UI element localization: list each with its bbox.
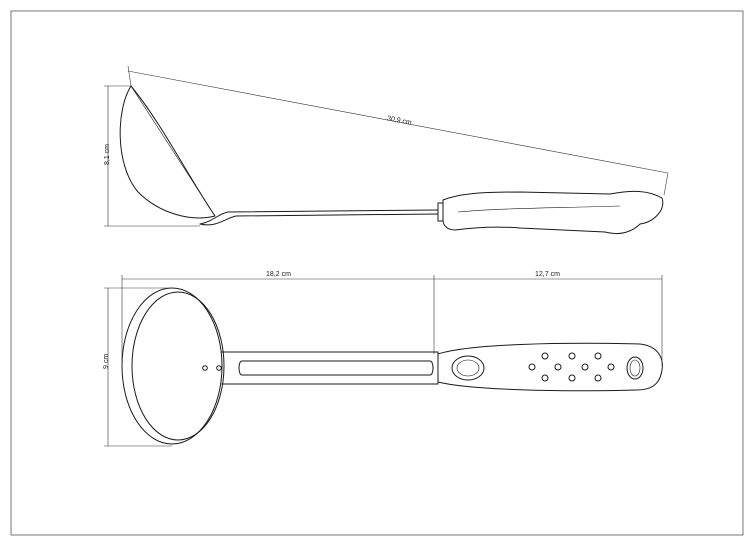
- side-length-label: 30,9 cm: [386, 115, 412, 127]
- side-view-neck-lower: [199, 213, 439, 226]
- handle-hanging-hole-inner: [629, 359, 641, 377]
- grip-dot: [541, 374, 549, 382]
- side-view-neck: [199, 209, 439, 225]
- grip-dot: [528, 363, 536, 371]
- top-view-bowl-back: [121, 287, 223, 445]
- rivet-2: [216, 365, 222, 371]
- top-view: 18,2 cm 12,7 cm 9 cm: [103, 271, 663, 447]
- top-width-label: 9 cm: [103, 354, 110, 369]
- side-view-ferrule: [437, 202, 444, 222]
- length-extension-right: [663, 172, 669, 196]
- side-view-handle: [442, 190, 664, 235]
- top-view-shank: [221, 351, 439, 385]
- side-view: 30,9 cm 8,1 cm: [104, 65, 669, 235]
- grip-dot: [541, 352, 549, 360]
- top-view-bowl: [131, 291, 225, 441]
- top-view-handle: [437, 342, 663, 392]
- top-bowl-length-label: 18,2 cm: [266, 271, 291, 278]
- grip-dot: [568, 374, 576, 382]
- grip-dot: [554, 363, 562, 371]
- length-dimension-line: [127, 70, 669, 174]
- side-height-label: 8,1 cm: [104, 144, 111, 165]
- grip-dot: [568, 352, 576, 360]
- side-view-handle-ridge: [457, 205, 621, 213]
- handle-hanging-hole: [626, 356, 644, 380]
- handle-grip-left-inner: [456, 359, 480, 377]
- grip-dot: [594, 352, 602, 360]
- rivet-1: [202, 365, 208, 371]
- grip-dot: [581, 363, 589, 371]
- top-view-shank-slot: [238, 360, 434, 376]
- drawing-frame: [10, 10, 744, 536]
- grip-dot: [607, 363, 615, 371]
- side-view-bowl: [119, 85, 216, 219]
- length-extension-left: [127, 65, 132, 87]
- grip-dot: [594, 374, 602, 382]
- handle-grip-left: [451, 355, 485, 381]
- side-view-bowl-rim: [130, 85, 216, 217]
- top-handle-length-label: 12,7 cm: [535, 271, 560, 278]
